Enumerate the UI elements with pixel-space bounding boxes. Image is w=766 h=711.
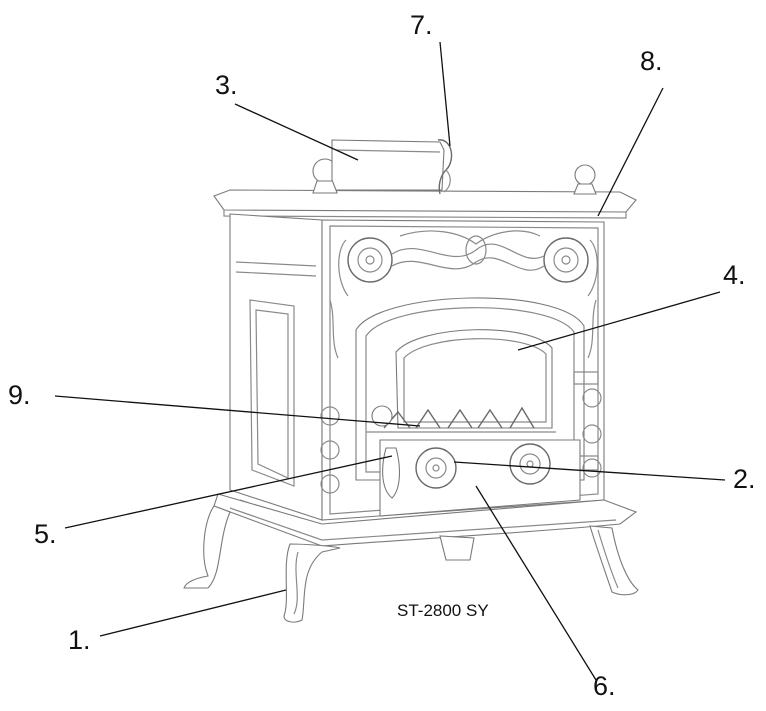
door-glass (355, 297, 585, 481)
top-handle (437, 139, 453, 195)
callout-9: 9. (8, 380, 31, 410)
top-knobs (312, 158, 597, 195)
air-wash-lugs (366, 405, 556, 433)
callout-8: 8. (640, 46, 663, 76)
flue-outlet (331, 139, 445, 191)
callout-6: 6. (593, 671, 616, 701)
ash-door (379, 439, 581, 517)
model-label: ST-2800 SY (397, 601, 489, 620)
leader-lines (54, 41, 726, 681)
door-handle (382, 447, 401, 499)
callout-1: 1. (68, 625, 91, 655)
callout-7: 7. (410, 10, 433, 40)
stove-top-plate (213, 189, 637, 219)
callout-3: 3. (215, 70, 238, 100)
stove-legs (183, 505, 639, 623)
callout-5: 5. (34, 519, 57, 549)
side-roundels (320, 371, 602, 494)
ornamental-scrollwork (329, 230, 598, 359)
stove-base (213, 493, 638, 547)
callout-2: 2. (733, 464, 756, 494)
callout-4: 4. (723, 260, 746, 290)
